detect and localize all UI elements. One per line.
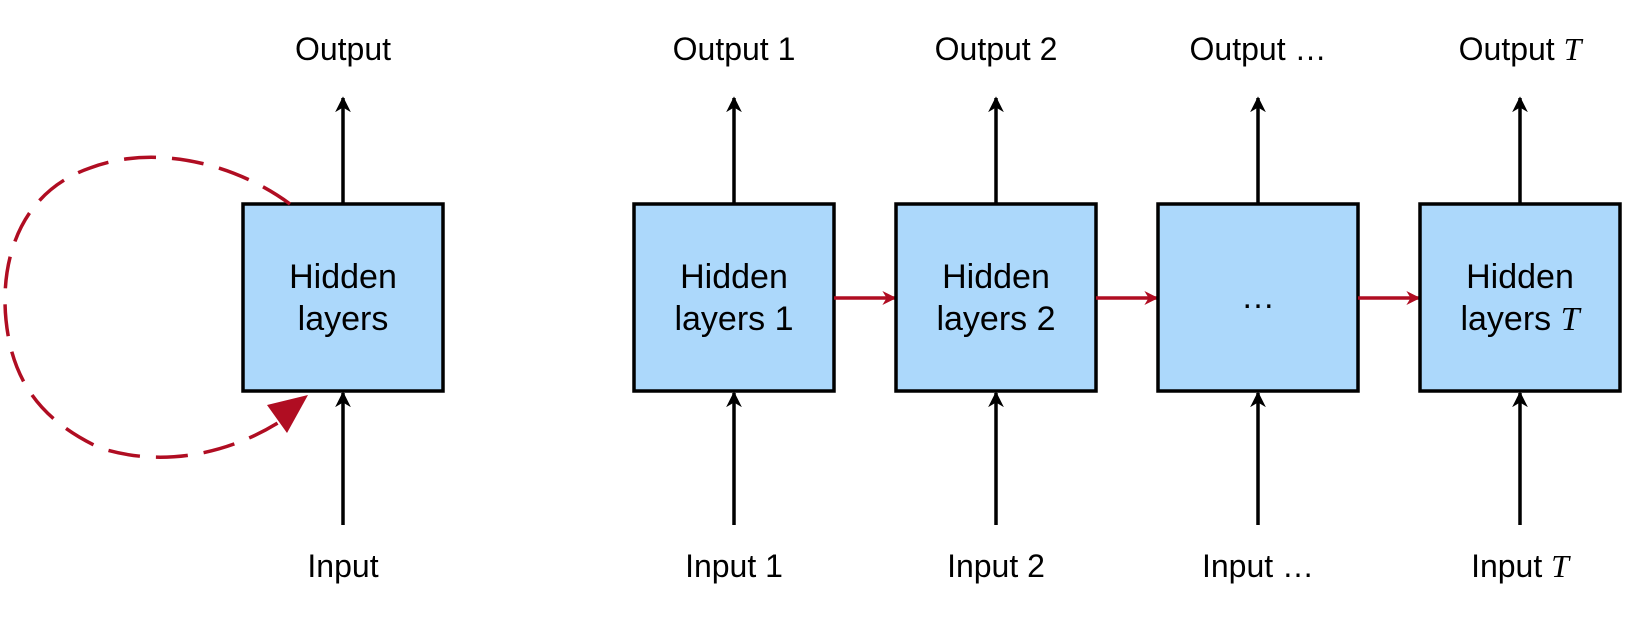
input-label-4-suffix: T (1551, 548, 1571, 584)
hidden-box-4 (1418, 202, 1622, 393)
output-label-2-suffix: 2 (1040, 31, 1058, 67)
hidden-line2-4-prefix: layers (1460, 300, 1560, 338)
input-label-4-prefix: Input (1471, 548, 1551, 584)
folded-hidden-box (241, 202, 445, 393)
folded-output-label: Output (295, 31, 391, 67)
input-label-2: Input 2 (947, 548, 1045, 584)
output-label-2: Output 2 (935, 31, 1058, 67)
hidden-box-3 (1156, 202, 1360, 393)
output-label-4-suffix: T (1564, 31, 1584, 67)
input-label-2-prefix: Input (947, 548, 1027, 584)
recurrent-loop-arrow (3, 155, 292, 459)
hidden-box-1 (632, 202, 836, 393)
hidden-line2-1: layers 1 (674, 300, 793, 338)
hidden-label-3: … (1241, 278, 1275, 316)
hidden-line1-1: Hidden (680, 258, 788, 296)
hidden-line1-4: Hidden (1466, 258, 1574, 296)
output-label-3-suffix: … (1294, 31, 1326, 67)
input-label-2-suffix: 2 (1027, 548, 1045, 584)
folded-hidden-line1: Hidden (289, 258, 397, 296)
hidden-line2-2: layers 2 (936, 300, 1055, 338)
folded-hidden-line2: layers (298, 300, 389, 338)
input-label-1-prefix: Input (685, 548, 765, 584)
output-label-1-prefix: Output (673, 31, 778, 67)
hidden-box-2 (894, 202, 1098, 393)
folded-rnn: Output Hidden layers Input (3, 31, 445, 584)
output-label-4: Output T (1459, 31, 1584, 67)
output-label-3: Output … (1190, 31, 1327, 67)
hidden-line2-1-suffix: 1 (775, 300, 794, 338)
hidden-line2-4-suffix: T (1561, 301, 1582, 338)
hidden-line2-4: layers T (1460, 300, 1581, 338)
output-label-1: Output 1 (673, 31, 796, 67)
hidden-line1-2: Hidden (942, 258, 1050, 296)
hidden-line2-1-prefix: layers (674, 300, 774, 338)
input-label-1: Input 1 (685, 548, 783, 584)
input-label-3-prefix: Input (1202, 548, 1282, 584)
input-label-4: Input T (1471, 548, 1571, 584)
output-label-3-prefix: Output (1190, 31, 1295, 67)
input-label-1-suffix: 1 (765, 548, 783, 584)
output-label-2-prefix: Output (935, 31, 1040, 67)
hidden-line2-2-prefix: layers (936, 300, 1036, 338)
input-label-3: Input … (1202, 548, 1314, 584)
recurrent-loop-arrowhead (267, 395, 308, 433)
hidden-line2-2-suffix: 2 (1037, 300, 1056, 338)
folded-input-label: Input (307, 548, 378, 584)
input-label-3-suffix: … (1282, 548, 1314, 584)
output-label-1-suffix: 1 (778, 31, 796, 67)
output-label-4-prefix: Output (1459, 31, 1564, 67)
